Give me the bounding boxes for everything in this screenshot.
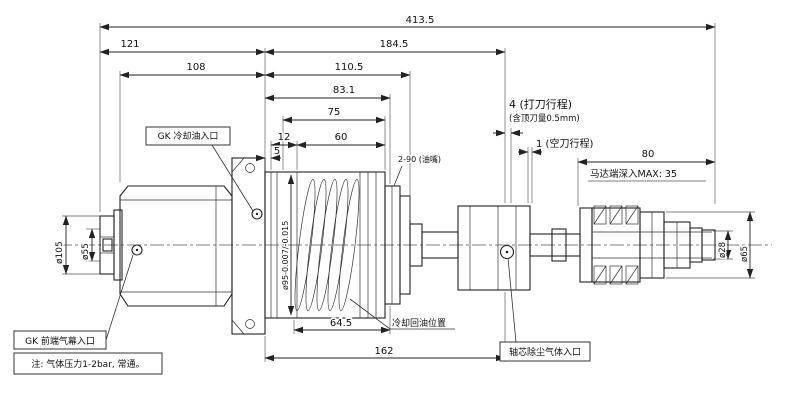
motor-end-assembly [579, 205, 716, 285]
dim-stroke4-note: (含顶刀量0.5mm) [509, 113, 580, 124]
main-body [119, 185, 233, 307]
clamp-jaws-top [593, 205, 639, 225]
dim-64-5: 64.5 [330, 318, 352, 329]
dim-dia95: ø95-0.007/-0.015 [281, 221, 290, 290]
dim-mid-section: 184.5 [380, 39, 409, 50]
dust-air-label: 轴芯除尘气体入口 [509, 346, 581, 358]
clamp-jaws-bottom [593, 265, 639, 285]
note-text: 注: 气体压力1-2bar, 常通。 [31, 358, 144, 370]
flange [231, 157, 266, 335]
dimension-lines [62, 23, 754, 362]
oil-inlet-label: GK 冷却油入口 [158, 130, 219, 142]
dim-overall: 413.5 [406, 15, 435, 26]
dim-60: 60 [335, 132, 348, 143]
dim-162: 162 [374, 346, 393, 357]
oil-inlet-label-box [145, 126, 231, 146]
dim-12: 12 [278, 132, 291, 143]
dim-left-section: 121 [120, 39, 139, 50]
cooling-oil-port [251, 208, 263, 220]
dim-motor-depth: 马达端深入MAX: 35 [590, 168, 677, 180]
dim-stroke1: 1 (空刀行程) [536, 137, 593, 150]
dim-stroke4: 4 (打刀行程) [509, 97, 572, 111]
return-oil-label: 冷却回油位置 [392, 317, 446, 329]
dim-dia55: ø55 [81, 243, 91, 260]
cooling-coil [294, 179, 360, 311]
dim-body-len: 108 [186, 62, 205, 73]
dim-5: 5 [274, 146, 280, 157]
dim-83: 83.1 [333, 85, 355, 96]
extension-lines [62, 23, 755, 362]
dim-80: 80 [642, 149, 655, 160]
dim-dia65: ø65 [740, 246, 750, 262]
front-air-port [131, 244, 143, 256]
clamp-block [457, 205, 531, 291]
dust-air-label-box [499, 341, 591, 362]
dim-dia28: ø28 [718, 242, 728, 258]
dust-air-port [499, 244, 515, 260]
dim-cartridge-len: 110.5 [335, 62, 364, 73]
front-air-label-box [13, 330, 107, 350]
dim-dia105: ø105 [55, 241, 65, 264]
note-box [13, 352, 163, 375]
dim-75: 75 [328, 107, 341, 118]
front-air-label: GK 前端气幕入口 [25, 335, 95, 347]
callout-labels: GK 冷却油入口 2-90 (油嘴) 冷却回油位置 轴芯除尘气体入口 GK 前端… [13, 126, 591, 375]
dimension-labels: 413.5 121 184.5 108 110.5 83.1 75 60 12 … [54, 14, 752, 359]
front-cap [99, 209, 123, 281]
ports-label: 2-90 (油嘴) [398, 154, 441, 164]
bolt-hole-top [245, 163, 255, 173]
bolt-hole-bottom [245, 319, 255, 329]
